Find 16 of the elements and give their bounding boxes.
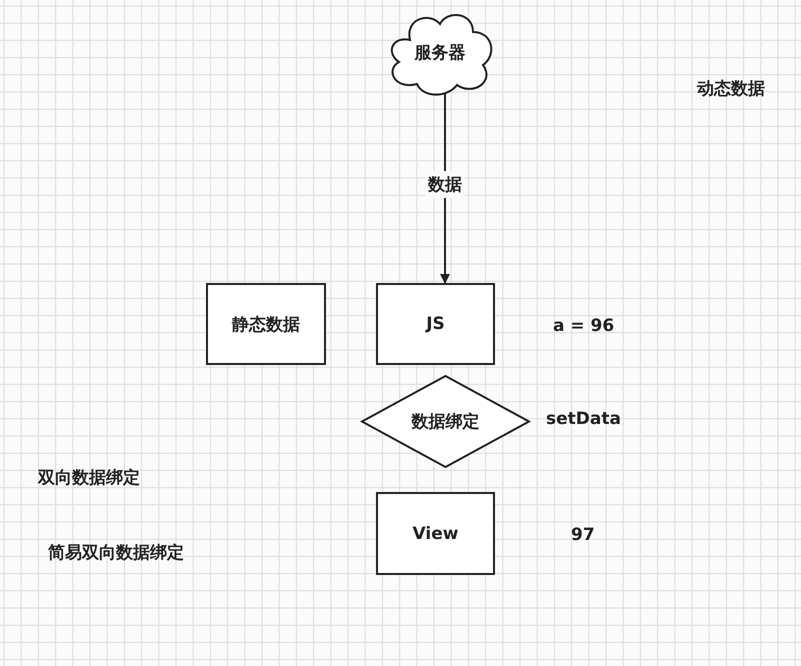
node-label: View <box>412 524 458 544</box>
process-box <box>376 492 495 575</box>
decision-diamond <box>361 375 530 468</box>
text-label: 简易双向数据绑定 <box>48 542 185 565</box>
text-label: 动态数据 <box>697 78 765 100</box>
process-box <box>206 283 326 365</box>
process-box <box>376 283 495 365</box>
text-label: setData <box>546 409 621 429</box>
edge-label: 数据 <box>425 171 465 198</box>
text-label: a = 96 <box>553 316 614 336</box>
text-label: 双向数据绑定 <box>38 467 140 489</box>
node-label: 服务器 <box>414 42 466 64</box>
text-label: 97 <box>571 525 595 545</box>
node-label: 静态数据 <box>232 314 300 336</box>
node-label: 数据绑定 <box>412 411 480 433</box>
node-label: JS <box>426 314 445 334</box>
